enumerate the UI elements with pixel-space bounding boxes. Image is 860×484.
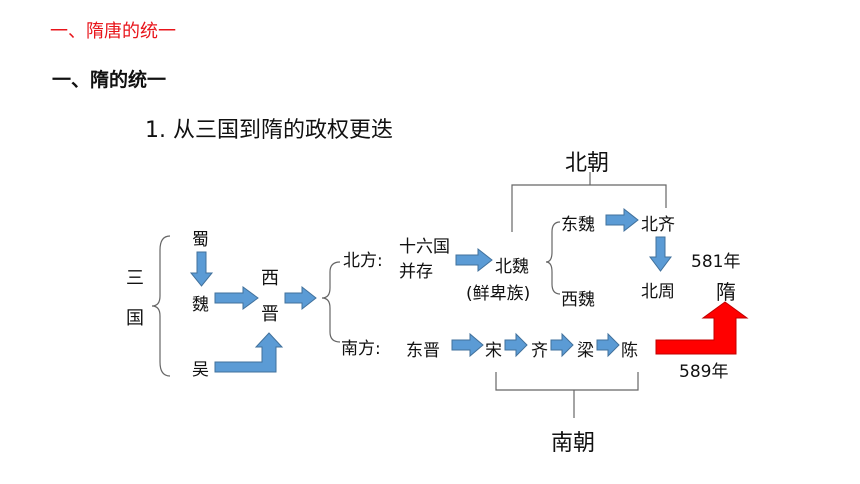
subheading: 1. 从三国到隋的政权更迭	[145, 118, 393, 143]
shu-label: 蜀	[192, 230, 209, 250]
eastern-jin-label: 东晋	[406, 341, 440, 361]
northern-dynasties-label: 北朝	[565, 151, 610, 176]
northern-zhou-label: 北周	[641, 282, 675, 302]
arrow-chen-to-sui	[655, 301, 749, 355]
arrow-shu-to-wei	[189, 251, 214, 287]
qi-label: 齐	[531, 341, 548, 361]
western-wei-label: 西魏	[561, 290, 595, 310]
north-label: 北方:	[343, 251, 383, 271]
northern-wei-note: (鲜卑族)	[466, 284, 531, 304]
chen-label: 陈	[621, 341, 638, 361]
three-kingdoms-label-1: 三	[126, 268, 144, 289]
south-label: 南方:	[341, 339, 381, 359]
arrow-eastern-jin-to-song	[451, 332, 484, 358]
western-jin-line1: 西	[261, 268, 279, 289]
arrow-wu-to-jin	[214, 332, 284, 373]
heading: 一、隋的统一	[52, 69, 167, 91]
arrow-sixteen-to-northern-wei	[455, 247, 493, 273]
arrow-song-to-qi	[504, 332, 528, 358]
eastern-wei-label: 东魏	[561, 215, 595, 235]
southern-dynasties-bracket	[495, 372, 639, 391]
northern-dynasties-bracket	[511, 184, 667, 232]
north-south-brace	[321, 261, 341, 343]
northern-qi-label: 北齐	[641, 215, 675, 235]
wei-label: 魏	[192, 295, 209, 315]
arrow-liang-to-chen	[596, 332, 620, 358]
year-581: 581年	[691, 252, 741, 272]
song-label: 宋	[485, 341, 502, 361]
western-jin-line2: 晋	[261, 304, 279, 325]
northern-wei-label: 北魏	[495, 257, 529, 277]
wu-label: 吴	[192, 360, 209, 380]
arrow-eastern-wei-to-northern-qi	[605, 207, 639, 233]
year-589: 589年	[679, 362, 729, 382]
three-kingdoms-label-2: 国	[126, 308, 144, 329]
sui-label: 隋	[716, 280, 736, 304]
section-title: 一、隋唐的统一	[50, 21, 176, 42]
southern-dynasties-label: 南朝	[551, 431, 596, 456]
sixteen-kingdoms-line2: 并存	[399, 262, 433, 282]
sixteen-kingdoms-line1: 十六国	[399, 237, 450, 257]
liang-label: 梁	[577, 341, 594, 361]
arrow-northern-qi-to-northern-zhou	[649, 236, 672, 272]
wei-split-brace	[545, 221, 561, 295]
arrow-jin-to-split	[284, 285, 317, 311]
arrow-qi-to-liang	[550, 332, 574, 358]
three-kingdoms-brace	[151, 235, 171, 377]
arrow-wei-to-jin	[214, 286, 259, 310]
